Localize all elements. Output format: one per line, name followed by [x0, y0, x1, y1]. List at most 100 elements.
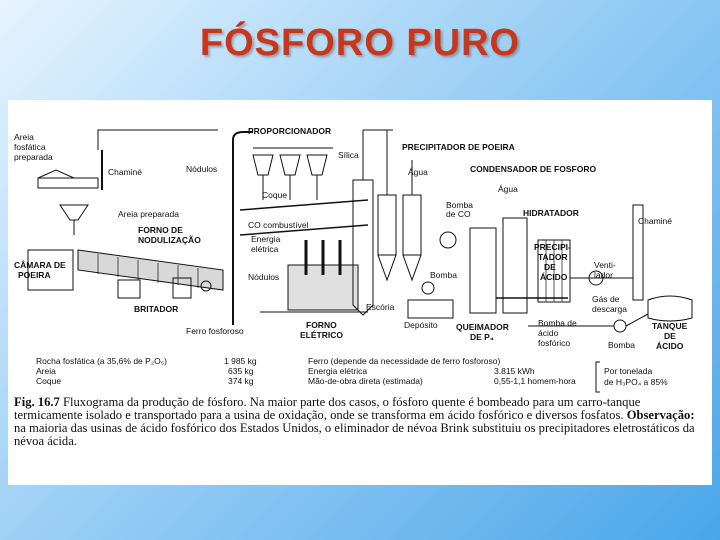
hydrator: [502, 217, 528, 314]
acid-pump: [613, 319, 627, 333]
label-dust-chamber-2: POEIRA: [18, 270, 51, 280]
sand-feeder: [59, 204, 89, 221]
label-crusher: BRITADOR: [134, 304, 178, 314]
label-condenser: CONDENSADOR DE FOSFORO: [470, 164, 596, 174]
label-co-pump-2: de CO: [446, 209, 471, 219]
p4-burner: [469, 227, 497, 314]
label-co-fuel: CO combustível: [248, 220, 309, 230]
table-item-rock: Rocha fosfática (a 35,6% de P₂O₅): [36, 356, 167, 366]
condenser-1: [377, 194, 397, 256]
label-nodulizing-kiln-1: FORNO DE: [138, 225, 183, 235]
left-top-duct: [97, 129, 218, 150]
co-pump: [439, 231, 457, 249]
per-ton-bracket: [595, 361, 600, 393]
condenser-1-cone: [377, 254, 397, 282]
co-fuel-line: [239, 199, 369, 211]
crusher-roll: [200, 280, 212, 292]
label-co-pump-1: Bomba: [446, 200, 473, 210]
label-dust-chamber-1: CÂMARA DE: [14, 259, 66, 270]
table-value-sand: 635 kg: [228, 366, 254, 376]
label-dust-precipitator: PRECIPITADOR DE POEIRA: [402, 142, 515, 152]
label-nodulizing-kiln-2: NODULIZAÇÃO: [138, 235, 201, 245]
label-silica: Sílica: [338, 150, 359, 160]
condenser-2-cone: [402, 254, 422, 282]
label-acid-pump-3: fosfórico: [538, 338, 570, 348]
table-item-coke: Coque: [36, 376, 61, 386]
label-fan-2: lador: [594, 270, 613, 280]
label-exhaust-1: Gás de: [592, 294, 620, 304]
figure-caption: Fig. 16.7 Fluxograma da produção de fósf…: [14, 396, 706, 448]
label-nodules-top: Nódulos: [186, 164, 217, 174]
label-p4-burner-1: QUEIMADOR: [456, 322, 509, 332]
sand-hopper-roof: [37, 169, 75, 179]
flowchart-figure: Areia fosfática preparada Chaminé PROPOR…: [8, 100, 712, 485]
right-chimney: [632, 204, 644, 301]
table-per-ton-2: de H₃PO₄ a 85%: [604, 377, 668, 387]
caption-text: Fluxograma da produção de fósforo. Na ma…: [14, 395, 641, 422]
label-fan-1: Venti-: [594, 260, 616, 270]
process-flow-diagram: Areia fosfática preparada Chaminé PROPOR…: [14, 126, 693, 393]
sand-bin: [37, 177, 99, 189]
label-exhaust-2: descarga: [592, 304, 627, 314]
hopper-nodules: [252, 154, 274, 176]
crusher-body: [117, 279, 141, 299]
figure-number: Fig. 16.7: [14, 395, 60, 409]
label-water-1: Água: [408, 167, 428, 177]
label-acid-pump-2: ácido: [538, 328, 559, 338]
label-phosphate-sand-3: preparada: [14, 152, 53, 162]
label-pump-2: Bomba: [608, 340, 635, 350]
table-item-energy: Energia elétrica: [308, 366, 367, 376]
acid-tank: [647, 295, 693, 322]
label-p4-burner-2: DE P₄: [470, 332, 494, 342]
label-chimney-right: Chaminé: [638, 216, 672, 226]
slide-title: FÓSFORO PURO: [199, 22, 521, 64]
label-acid-precip-3: DE: [544, 262, 556, 272]
deposit-tank: [407, 299, 454, 319]
table-item-labor: Mão-de-obra direta (estimada): [308, 376, 423, 386]
label-water-2: Água: [498, 184, 518, 194]
table-value-coke: 374 kg: [228, 376, 254, 386]
label-acid-tank-3: ÁCIDO: [656, 341, 684, 351]
table-value-energy: 3.815 kWh: [494, 366, 535, 376]
label-nodules-bottom: Nódulos: [248, 272, 279, 282]
caption-observation-text: na maioria das usinas de ácido fosfórico…: [14, 421, 695, 448]
label-ferrophosphorus: Ferro fosforoso: [186, 326, 244, 336]
acid-line: [625, 313, 649, 327]
label-acid-precip-4: ÁCIDO: [540, 272, 568, 282]
label-prepared-sand: Areia preparada: [118, 209, 179, 219]
label-acid-tank-1: TANQUE: [652, 321, 688, 331]
dust-precipitator: [352, 179, 374, 316]
label-electric-energy-1: Energia: [251, 234, 281, 244]
label-acid-tank-2: DE: [664, 331, 676, 341]
phosphorus-pump: [421, 281, 435, 295]
label-acid-precip-2: TADOR: [538, 252, 568, 262]
nodulizing-kiln: [77, 249, 224, 291]
label-phosphate-sand-1: Areia: [14, 132, 34, 142]
table-item-sand: Areia: [36, 366, 56, 376]
bucket-elevator: [232, 131, 253, 325]
table-value-labor: 0,55-1,1 homem-hora: [494, 376, 576, 386]
condenser-2: [402, 194, 422, 256]
label-hydrator: HIDRATADOR: [523, 208, 579, 218]
co-return-line: [239, 224, 369, 236]
label-chimney-left: Chaminé: [108, 167, 142, 177]
label-pump-1: Bomba: [430, 270, 457, 280]
table-per-ton-1: Por tonelada: [604, 366, 652, 376]
crusher-bin: [172, 277, 192, 299]
label-slag: Escória: [366, 302, 395, 312]
label-acid-precip-1: PRECIPI-: [534, 242, 571, 252]
label-phosphate-sand-2: fosfática: [14, 142, 46, 152]
label-proportioner: PROPORCIONADOR: [248, 126, 331, 136]
label-electric-furnace-2: ELÉTRICO: [300, 330, 343, 340]
dust-chamber: [27, 249, 74, 291]
label-deposit: Depósito: [404, 320, 438, 330]
table-item-iron: Ferro (depende da necessidade de ferro f…: [308, 356, 500, 366]
label-electric-furnace-1: FORNO: [306, 320, 337, 330]
caption-observation-label: Observação:: [626, 408, 695, 422]
table-value-rock: 1 985 kg: [224, 356, 257, 366]
label-electric-energy-2: elétrica: [251, 244, 279, 254]
label-acid-pump-1: Bomba de: [538, 318, 577, 328]
hopper-coke: [279, 154, 301, 176]
label-coke: Coque: [262, 190, 287, 200]
hopper-silica: [306, 154, 328, 176]
